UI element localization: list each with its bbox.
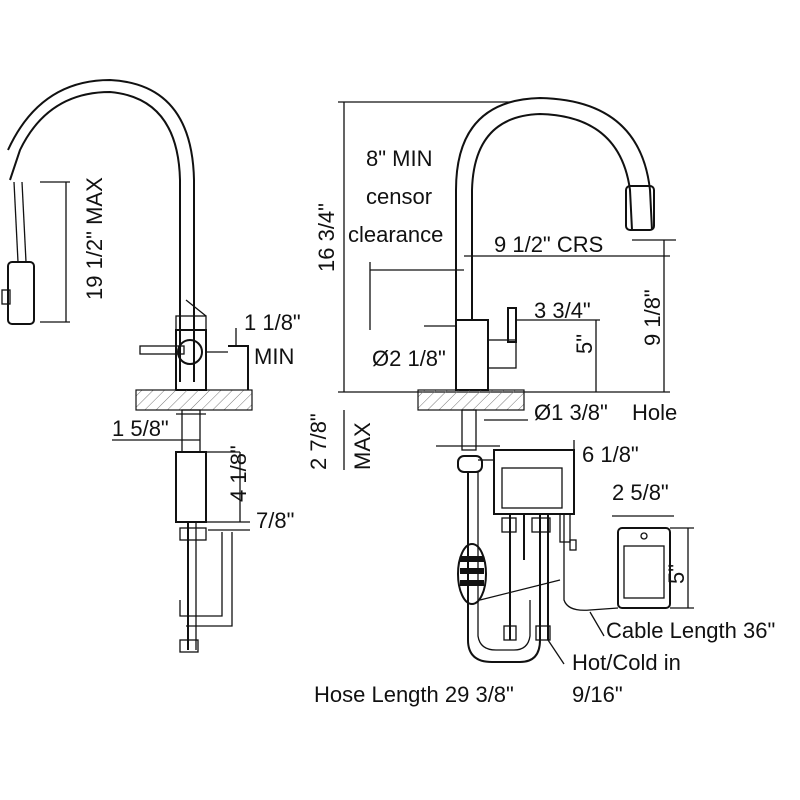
right-handle-hub [487, 339, 517, 369]
right-faucet-body [455, 319, 489, 391]
left-spray-head [7, 261, 35, 325]
control-box-width-label: 6 1/8" [582, 442, 639, 467]
deck-thickness-unit-label: MAX [350, 422, 375, 470]
handle-clearance-label: 1 1/8" [244, 310, 301, 335]
right-spout-inner [471, 112, 633, 320]
shank-length-label: 4 1/8" [226, 445, 251, 502]
deck-thickness-label: 2 7/8" [306, 413, 331, 470]
hole-diameter-label: Ø1 3/8" [534, 400, 608, 425]
left-height-max-label: 19 1/2" MAX [82, 177, 107, 300]
left-clearance-wall [228, 345, 249, 390]
left-handle-lever [139, 345, 185, 355]
left-spout-outline [9, 90, 181, 382]
sensor-cable [563, 514, 619, 611]
handle-clearance-unit-label: MIN [254, 344, 294, 369]
left-connector [179, 532, 223, 617]
right-spray-head [625, 185, 655, 231]
supply-callout-line [547, 639, 565, 665]
left-spout-inner [7, 78, 195, 382]
handle-length-label: 3 3/4" [534, 298, 591, 323]
control-box [493, 449, 575, 515]
left-side-view [1, 78, 253, 653]
battery-box-width-label: 2 5/8" [612, 480, 669, 505]
handle-height-label: 5" [572, 334, 597, 354]
hose-length-label: Hose Length 29 3/8" [314, 682, 514, 707]
hole-label: Hole [632, 400, 677, 425]
right-front-view [338, 96, 694, 665]
sensor-clearance-line2: censor [366, 184, 432, 209]
overall-height-label: 16 3/4" [314, 203, 339, 272]
right-shank [461, 409, 477, 451]
cable-length-label: Cable Length 36" [606, 618, 775, 643]
cable-callout-line [589, 611, 605, 637]
left-handle-knob [177, 339, 203, 365]
battery-box-height-label: 5" [664, 564, 689, 584]
aerator-height-label: 9 1/8" [640, 289, 665, 346]
base-diameter-label: Ø2 1/8" [372, 346, 446, 371]
right-handle-lever [507, 307, 517, 343]
supply-label-line1: Hot/Cold in [572, 650, 681, 675]
shank-diameter-label: 1 5/8" [112, 416, 169, 441]
left-spray-hose [13, 181, 19, 263]
left-lower-body [175, 451, 207, 523]
supply-label-line2: 9/16" [572, 682, 623, 707]
battery-box [617, 527, 671, 609]
connector-offset-label: 7/8" [256, 508, 294, 533]
left-countertop [135, 389, 253, 411]
spout-reach-label: 9 1/2" CRS [494, 232, 603, 257]
pull-down-hose [467, 472, 541, 663]
hose-weight [457, 543, 487, 605]
right-spout-outline [455, 96, 653, 320]
right-countertop [417, 389, 525, 411]
left-shank [181, 409, 201, 453]
sensor-clearance-line3: clearance [348, 222, 443, 247]
sensor-clearance-line1: 8" MIN [366, 146, 432, 171]
